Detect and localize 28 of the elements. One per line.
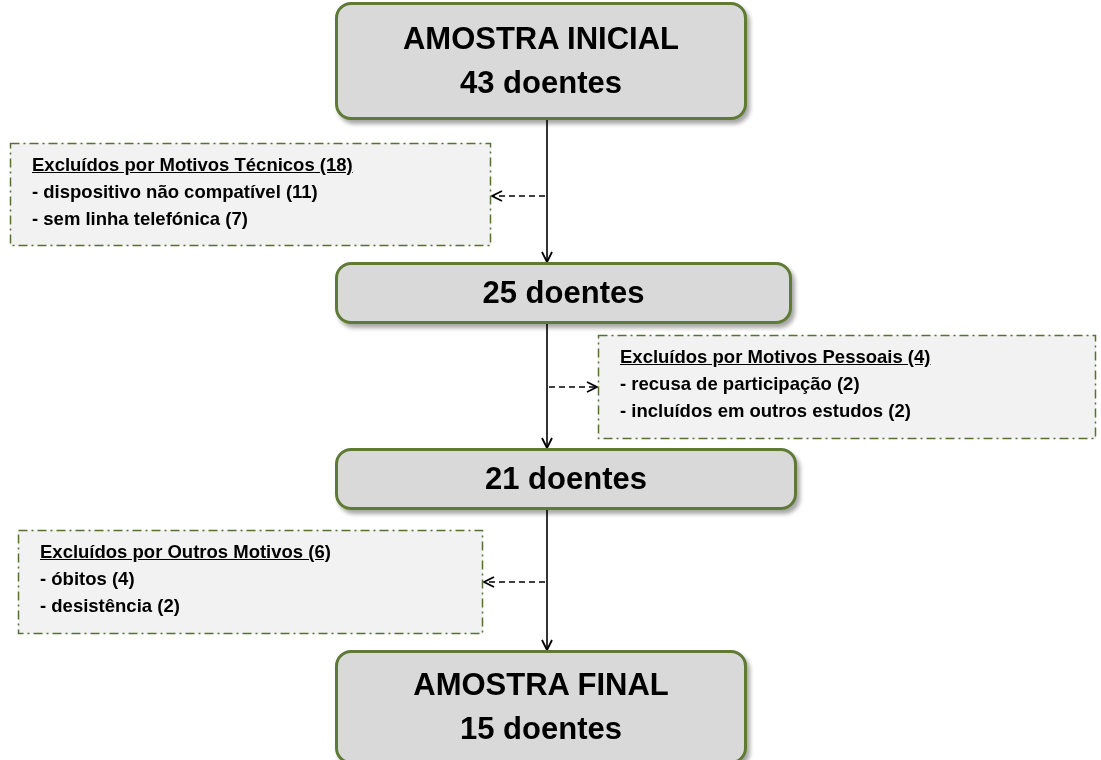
patient-count: 43 doentes: [460, 64, 622, 102]
process-box: [335, 262, 792, 324]
patient-count: 15 doentes: [460, 710, 622, 748]
exclusion-box: [10, 143, 491, 246]
arrow: [541, 119, 553, 263]
patient-count: 25 doentes: [482, 274, 645, 312]
process-box: [335, 2, 747, 120]
exclusion-reason: - desistência (2): [40, 594, 181, 618]
arrow: [541, 323, 553, 449]
exclusion-box: [598, 335, 1096, 439]
dashed-arrow: [548, 381, 598, 393]
process-box: [335, 650, 747, 760]
sample-title: AMOSTRA FINAL: [413, 666, 669, 704]
exclusion-heading: Excluídos por Motivos Técnicos (18): [32, 153, 354, 177]
patient-count: 21 doentes: [485, 460, 647, 498]
sample-title: AMOSTRA INICIAL: [402, 20, 680, 58]
process-box: [335, 448, 797, 510]
dashed-arrow: [483, 576, 546, 588]
exclusion-reason: - dispositivo não compatível (11): [32, 180, 319, 204]
exclusion-reason: - sem linha telefónica (7): [32, 207, 249, 231]
exclusion-box: [18, 530, 483, 634]
exclusion-heading: Excluídos por Motivos Pessoais (4): [620, 345, 932, 369]
exclusion-reason: - óbitos (4): [40, 567, 136, 591]
exclusion-reason: - incluídos em outros estudos (2): [620, 399, 912, 423]
dashed-arrow: [491, 190, 546, 202]
exclusion-reason: - recusa de participação (2): [620, 372, 861, 396]
exclusion-heading: Excluídos por Outros Motivos (6): [40, 540, 332, 564]
arrow: [541, 509, 553, 651]
